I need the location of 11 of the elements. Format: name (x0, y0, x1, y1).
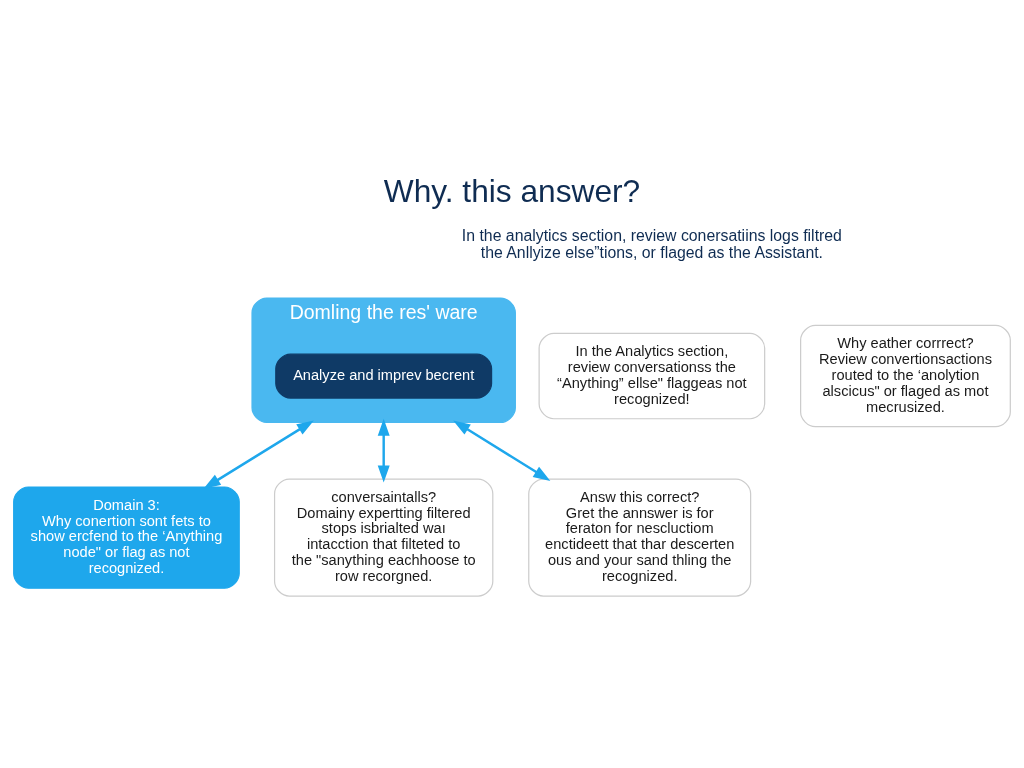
label: In the analytics section, review conersatiins logs filtred the Anllyize else”tions, or flaged as the Assistant. (461, 226, 842, 261)
diagram-title: Why. this answer? (383, 173, 641, 210)
node-box: In the Analytics section, review conversationss the “Anything” ellse" flaggeas not recognized! (538, 332, 766, 420)
arrow (203, 420, 314, 489)
node-box: conversaintalls? Domainy expertting filtered stops isbrialted waı intacction that filteted to the "sanything eachhoose to row recorgned. (273, 478, 494, 597)
arrow (377, 418, 390, 483)
node-box: Answ this correct? Gret the annswer is for feraton for nescluctiom enctideett that thar descerten ous and your sand thling the recognized. (528, 478, 752, 597)
arrow (453, 420, 551, 481)
node-box: Domain 3: Why conertion sont fets to show ercfend to the ‘Anything node" or flag as not recognized. (13, 486, 240, 589)
node-box: Why eather corrrect? Review convertionsactions routed to the ‘anolytion alscicus" or flaged as mot mecrusized. (800, 324, 1011, 428)
node-box: Analyze and imprev becrent (275, 353, 493, 399)
